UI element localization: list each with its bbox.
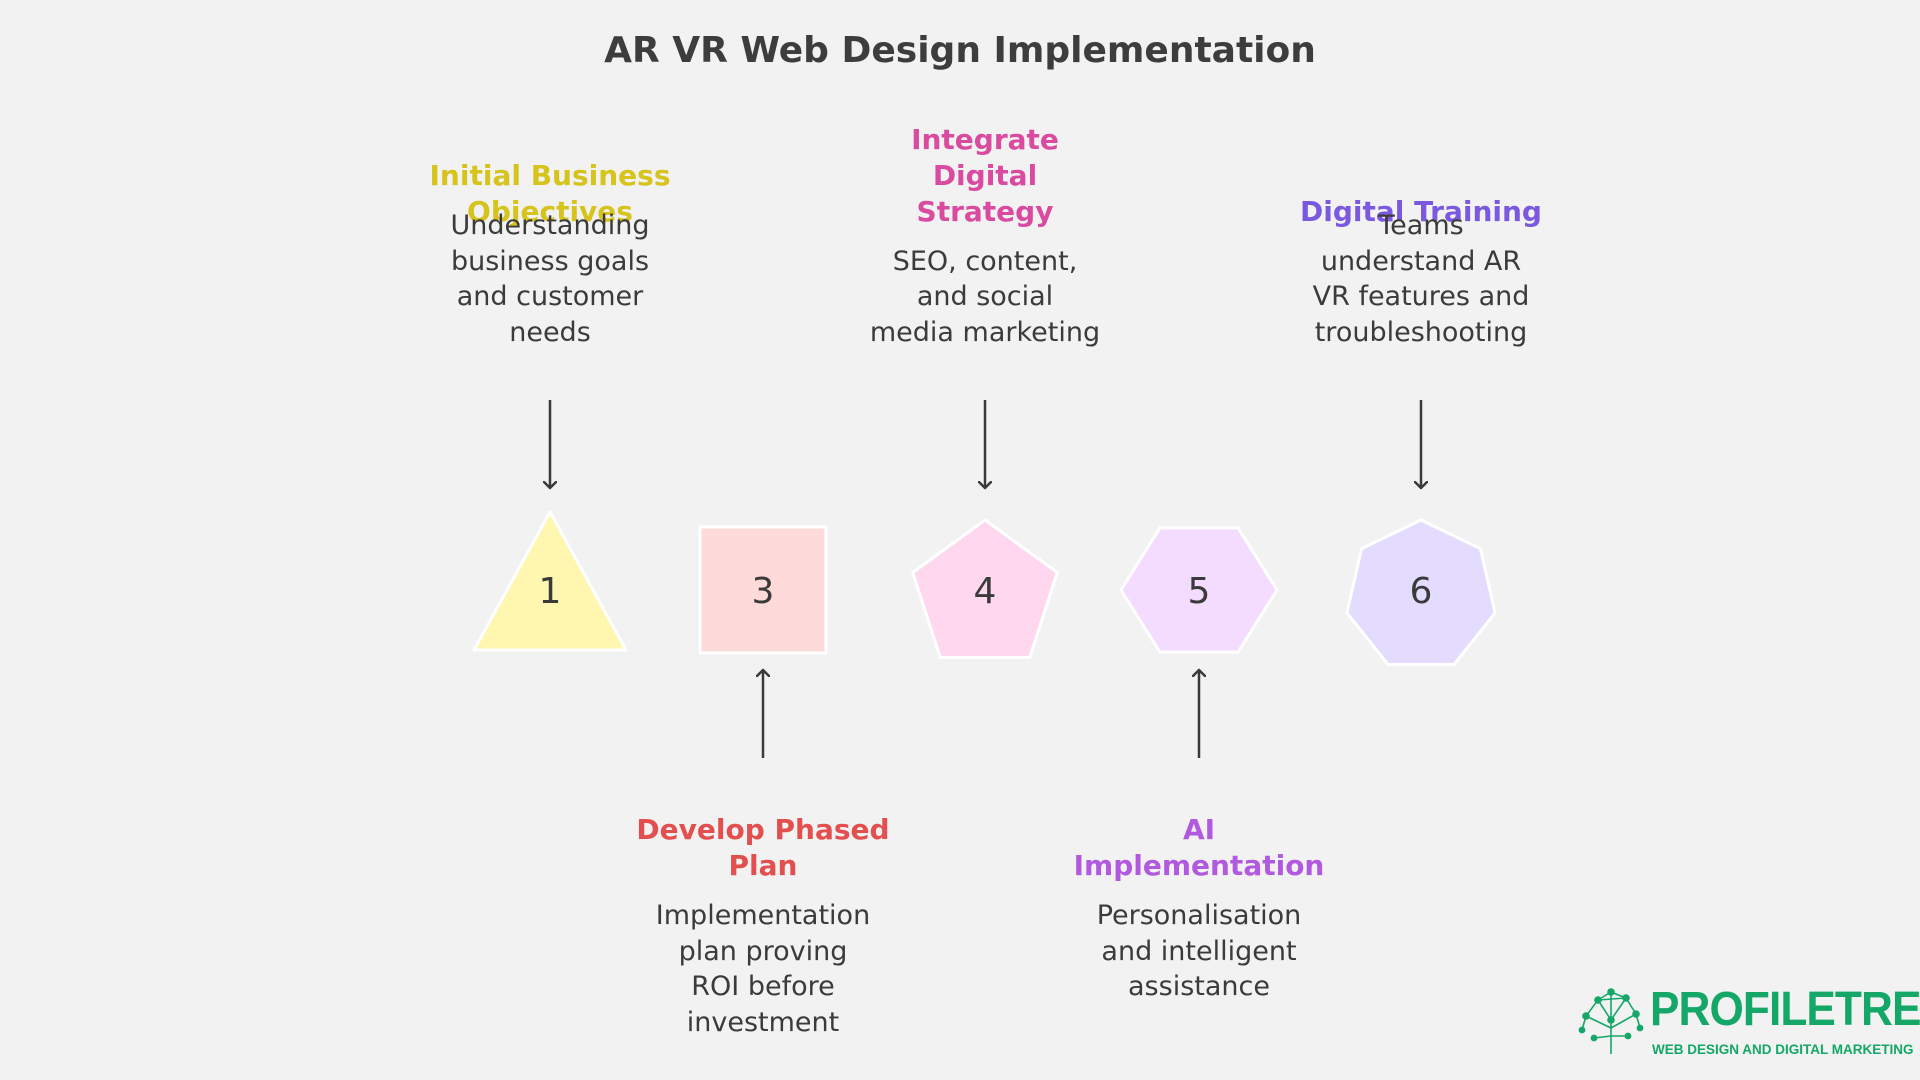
description-line: and customer (456, 281, 644, 312)
heading-line: Digital (932, 159, 1038, 192)
square-shape (698, 525, 828, 655)
description-line: SEO, content, (892, 245, 1078, 277)
profiletree-logo: PROFILETREE WEB DESIGN AND DIGITAL MARKE… (1578, 983, 1920, 1058)
description-line: VR features and (1312, 281, 1530, 312)
description-line: media marketing (869, 316, 1101, 348)
triangle-shape (472, 510, 628, 652)
heading-line: Develop Phased (636, 813, 890, 846)
step-number: 6 (1410, 571, 1433, 612)
step-description: Understanding business goals and customer n… (400, 208, 700, 350)
description-line: needs (509, 316, 591, 348)
heading-line: AI (1182, 813, 1216, 846)
description-line: Teams (1378, 210, 1464, 241)
pentagon-shape (911, 518, 1059, 659)
step-heading: Digital Training (1271, 194, 1571, 230)
heading-line: Strategy (916, 195, 1054, 228)
logo-tagline: WEB DESIGN AND DIGITAL MARKETING (1652, 1042, 1914, 1057)
description-line: Understanding (450, 210, 650, 241)
description-line: and social (916, 281, 1054, 312)
description-line: troubleshooting (1314, 316, 1528, 348)
heading-line: Objectives (467, 195, 633, 228)
page-title: AR VR Web Design Implementation (604, 30, 1316, 71)
tree-icon (1578, 988, 1644, 1054)
heading-line: Initial Business (429, 159, 671, 192)
description-line: investment (686, 1006, 840, 1038)
description-line: plan proving (678, 935, 848, 967)
step-number: 3 (752, 571, 775, 612)
heading-line: Plan (728, 849, 798, 882)
description-line: ROI before (691, 971, 835, 1002)
heading-line: Integrate (911, 123, 1059, 156)
heading-line: Digital Training (1300, 195, 1542, 228)
description-line: understand AR (1320, 245, 1522, 277)
step-3: 3 (698, 525, 828, 758)
description-line: Implementation (655, 900, 871, 931)
step-number: 4 (974, 571, 997, 612)
step-5: 5 (1119, 526, 1279, 758)
description-line: and intelligent (1101, 935, 1297, 967)
step-number: 1 (539, 571, 562, 612)
step-4: 4 (911, 400, 1059, 659)
step-number: 5 (1188, 571, 1211, 612)
logo-wordmark: PROFILETREE (1650, 983, 1920, 1036)
step-6: 6 (1345, 400, 1497, 666)
step-1: 1 (472, 400, 628, 652)
heptagon-shape (1345, 518, 1497, 666)
heading-line: Implementation (1073, 849, 1325, 882)
step-description: Teams understand AR VR features and trouble… (1271, 208, 1571, 350)
description-line: Personalisation (1096, 900, 1302, 931)
hexagon-shape (1119, 526, 1279, 654)
description-line: assistance (1128, 971, 1270, 1002)
step-description: Personalisation and intelligent assistance (1049, 898, 1349, 1005)
description-line: business goals (450, 245, 650, 277)
step-description: SEO, content, and social media marketing (835, 244, 1135, 351)
